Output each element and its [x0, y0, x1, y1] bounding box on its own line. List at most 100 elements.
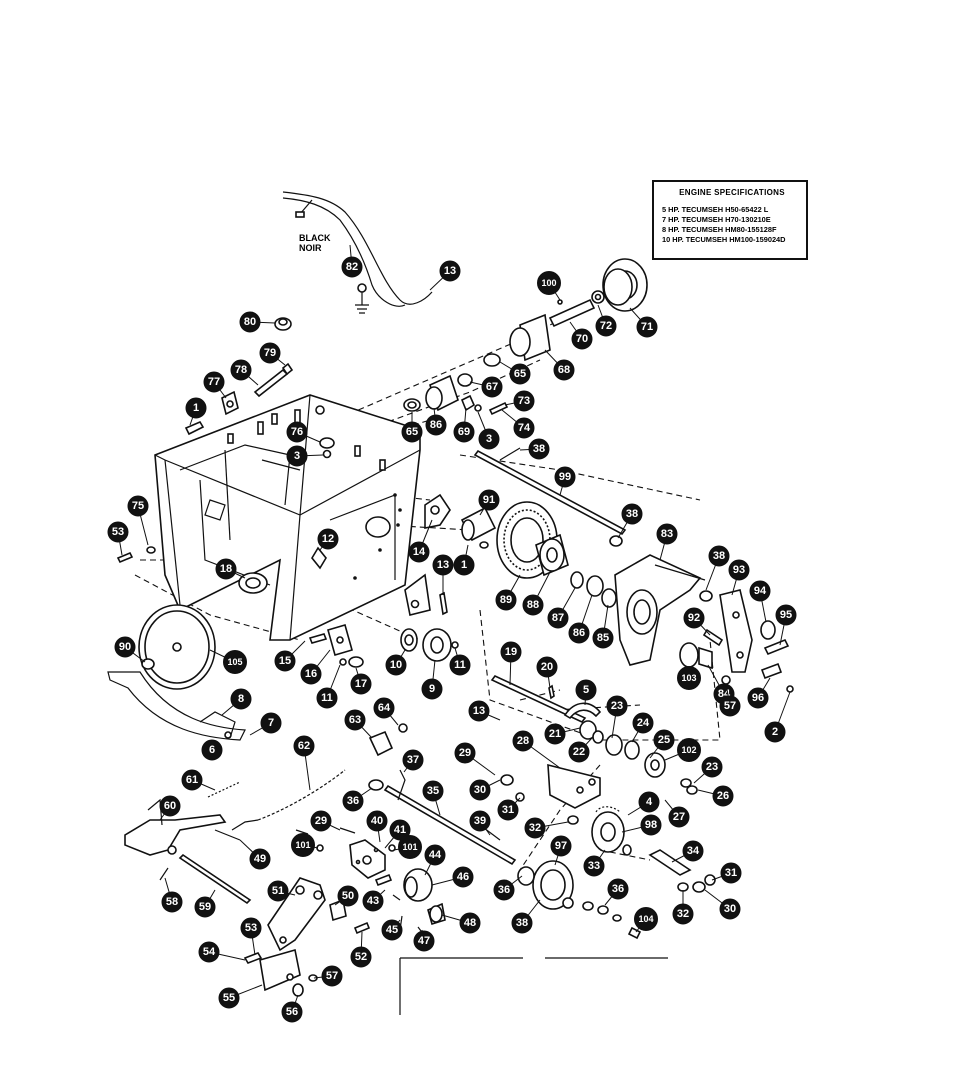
callout-number-3: 3: [486, 433, 492, 445]
engine-frame: [154, 394, 421, 641]
callout-number-57: 57: [724, 700, 736, 712]
callout-bubble-11: [449, 654, 471, 676]
callout-number-61: 61: [186, 774, 198, 786]
callout-number-41: 41: [394, 824, 406, 836]
callout-70: 70: [569, 321, 593, 350]
callout-number-98: 98: [645, 819, 657, 831]
callout-number-7: 7: [268, 717, 274, 729]
callout-33: 33: [583, 849, 606, 877]
callout-100: 100: [537, 271, 561, 301]
callout-bubble-24: [632, 712, 654, 734]
left-hardware: [116, 317, 335, 564]
callout-number-86: 86: [430, 419, 442, 431]
callout-number-91: 91: [483, 494, 495, 506]
callout-number-48: 48: [464, 917, 476, 929]
callout-12: 12: [317, 528, 339, 551]
callout-bubble-95: [775, 604, 797, 626]
callout-number-36: 36: [347, 795, 359, 807]
callout-13b: 13: [432, 554, 454, 595]
callout-number-62: 62: [298, 740, 310, 752]
callout-bubble-4: [638, 791, 660, 813]
callout-bubble-2: [764, 721, 786, 743]
callout-16: 16: [300, 649, 331, 685]
callout-number-92: 92: [688, 612, 700, 624]
callout-number-93: 93: [733, 564, 745, 576]
callout-bubble-58: [161, 891, 183, 913]
callout-number-24: 24: [637, 717, 650, 729]
callout-15: 15: [274, 640, 306, 672]
callout-number-55: 55: [223, 992, 235, 1004]
callout-number-65: 65: [514, 368, 526, 380]
bottom-outline: [399, 957, 668, 1015]
callout-bubble-54: [198, 941, 220, 963]
callout-bubble-31: [497, 799, 519, 821]
shaft-99: [473, 449, 627, 536]
callout-1: 1: [185, 397, 207, 426]
callout-bubble-90: [114, 636, 136, 658]
callout-41: 41: [384, 819, 411, 849]
callout-bubble-13: [439, 260, 461, 282]
callout-44: 44: [424, 844, 446, 876]
callout-10: 10: [385, 649, 407, 676]
callout-40: 40: [366, 810, 388, 843]
callout-57: 57: [719, 683, 741, 717]
callout-number-86b: 86: [573, 627, 585, 639]
callout-number-6: 6: [209, 744, 215, 756]
callout-bubble-26: [712, 785, 734, 807]
callout-30: 30: [469, 779, 501, 801]
callout-38: 38: [519, 438, 550, 460]
callout-number-63: 63: [349, 714, 361, 726]
bracket-parts: [308, 493, 459, 668]
callout-bubble-38d: [511, 912, 533, 934]
callout-bubble-70: [571, 328, 593, 350]
callout-bubble-64: [373, 697, 395, 719]
callout-number-33: 33: [588, 860, 600, 872]
callout-67: 67: [469, 376, 503, 398]
callout-bubble-36: [342, 790, 364, 812]
wire-label-english: BLACK: [299, 233, 331, 243]
callout-number-96: 96: [752, 692, 764, 704]
callout-31b: 31: [711, 862, 742, 884]
callout-11: 11: [449, 647, 471, 676]
callout-bubble-29b: [310, 810, 332, 832]
wire-color-label: BLACK NOIR: [299, 233, 331, 253]
callout-bubble-73: [513, 390, 535, 412]
callout-number-52: 52: [355, 951, 367, 963]
callout-number-69: 69: [458, 426, 470, 438]
callout-number-27: 27: [673, 811, 685, 823]
callout-number-11: 11: [454, 659, 466, 671]
engine-spec-8hp: 8 HP. TECUMSEH HM80-155128F: [662, 225, 777, 234]
callout-93: 93: [728, 559, 750, 596]
callout-38b: 38: [617, 503, 643, 539]
callout-bubble-18: [215, 558, 237, 580]
callout-95: 95: [775, 604, 797, 646]
callout-77: 77: [203, 371, 227, 399]
callout-bubble-71: [636, 316, 658, 338]
callout-51: 51: [267, 880, 296, 902]
lower-drive-parts: [368, 763, 716, 940]
callout-bubble-32: [524, 817, 546, 839]
callout-17: 17: [350, 667, 372, 695]
callout-number-1b: 1: [461, 559, 467, 571]
callout-76: 76: [286, 421, 321, 443]
callout-96: 96: [747, 677, 771, 709]
callout-54: 54: [198, 941, 246, 963]
callout-bubble-33: [583, 855, 605, 877]
callout-number-4: 4: [646, 796, 653, 808]
callout-number-45: 45: [386, 924, 398, 936]
callout-number-82: 82: [346, 261, 358, 273]
callout-88: 88: [522, 571, 551, 616]
callout-bubble-31b: [720, 862, 742, 884]
callout-6: 6: [201, 739, 223, 761]
callout-bubble-8: [230, 688, 252, 710]
callout-38d: 38: [511, 899, 541, 934]
callout-number-14: 14: [413, 546, 426, 558]
callout-number-80: 80: [244, 316, 256, 328]
callout-number-16: 16: [305, 668, 317, 680]
pulley-assembly: [107, 604, 246, 741]
callout-number-95: 95: [780, 609, 792, 621]
callout-bubble-40: [366, 810, 388, 832]
callout-bubble-53b: [240, 917, 262, 939]
callout-bubble-22: [568, 741, 590, 763]
callout-bubble-68: [553, 359, 575, 381]
